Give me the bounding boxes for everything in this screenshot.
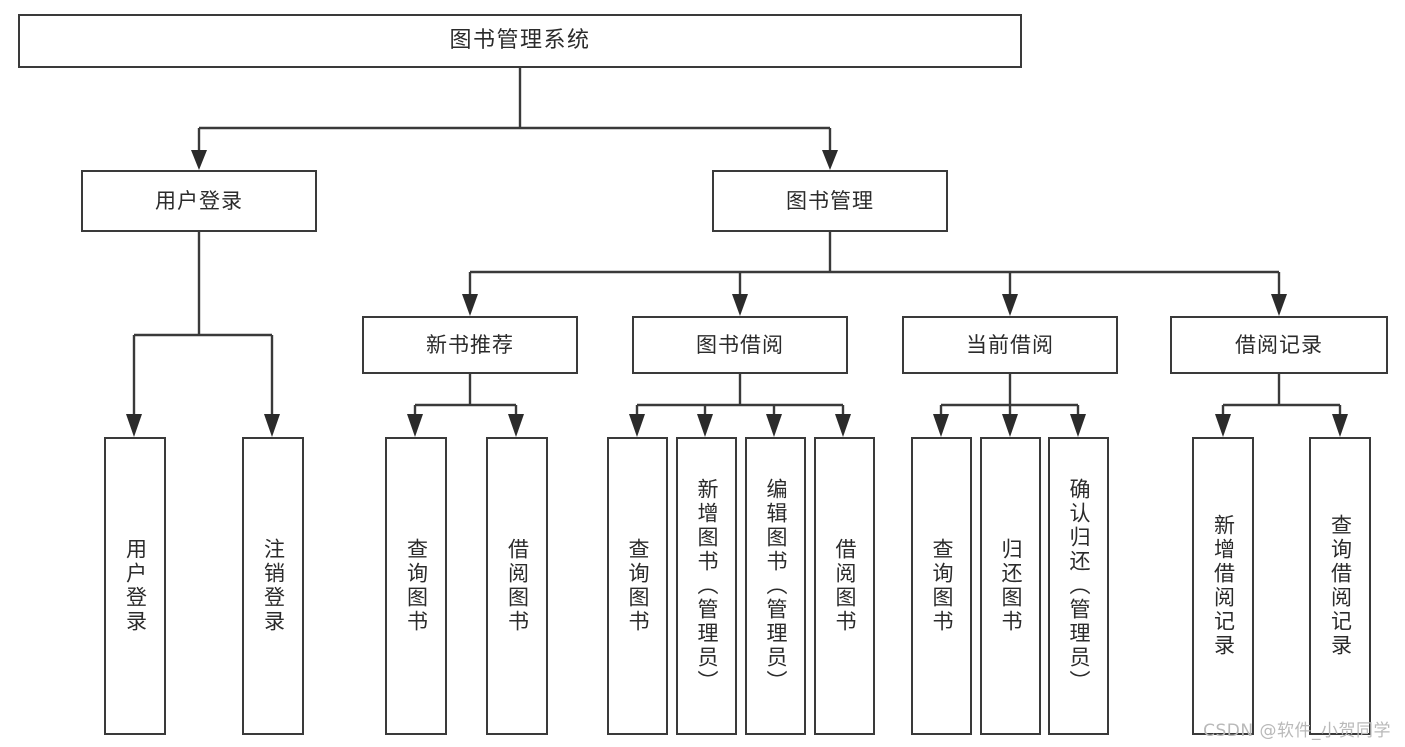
arrow-leaf-query-record	[1332, 414, 1348, 437]
arrow-leaf-add-book	[697, 414, 713, 437]
node-leaf-query-record[interactable]: 查询借阅记录	[1309, 437, 1371, 735]
node-leaf-borrow-book-2-label: 借阅图书	[833, 538, 857, 634]
arrow-leaf-return-book	[1002, 414, 1018, 437]
node-book-management[interactable]: 图书管理	[712, 170, 948, 232]
arrow-borrow-record	[1271, 294, 1287, 316]
node-leaf-return-book-label: 归还图书	[999, 538, 1023, 634]
arrow-leaf-confirm-return	[1070, 414, 1086, 437]
node-leaf-borrow-book-1-label: 借阅图书	[505, 538, 530, 634]
node-new-book-recommend-label: 新书推荐	[426, 332, 514, 357]
node-borrow-record[interactable]: 借阅记录	[1170, 316, 1388, 374]
arrow-user-login	[191, 150, 207, 170]
node-leaf-borrow-book-2[interactable]: 借阅图书	[814, 437, 875, 735]
arrow-leaf-query-book-1	[407, 414, 423, 437]
node-borrow-record-label: 借阅记录	[1235, 332, 1323, 357]
node-root-label: 图书管理系统	[449, 28, 591, 54]
node-leaf-edit-book-label: 编辑图书（管理员）	[764, 478, 788, 694]
node-leaf-add-book[interactable]: 新增图书（管理员）	[676, 437, 737, 735]
node-leaf-edit-book[interactable]: 编辑图书（管理员）	[745, 437, 806, 735]
arrow-leaf-query-book-3	[933, 414, 949, 437]
node-leaf-query-book-3[interactable]: 查询图书	[911, 437, 972, 735]
node-leaf-query-book-1[interactable]: 查询图书	[385, 437, 447, 735]
watermark: CSDN @软件_小贺同学	[1203, 721, 1391, 741]
node-leaf-add-book-label: 新增图书（管理员）	[695, 478, 719, 694]
arrow-book-management	[822, 150, 838, 170]
arrow-leaf-borrow-book-1	[508, 414, 524, 437]
arrow-leaf-query-book-2	[629, 414, 645, 437]
node-leaf-add-record[interactable]: 新增借阅记录	[1192, 437, 1254, 735]
node-book-management-label: 图书管理	[786, 188, 874, 213]
arrow-leaf-user-login	[126, 414, 142, 437]
node-leaf-borrow-book-1[interactable]: 借阅图书	[486, 437, 548, 735]
node-leaf-query-book-1-label: 查询图书	[404, 538, 429, 634]
node-new-book-recommend[interactable]: 新书推荐	[362, 316, 578, 374]
node-leaf-query-book-3-label: 查询图书	[930, 538, 954, 634]
node-book-borrow[interactable]: 图书借阅	[632, 316, 848, 374]
arrow-current-borrow	[1002, 294, 1018, 316]
node-user-login[interactable]: 用户登录	[81, 170, 317, 232]
node-root[interactable]: 图书管理系统	[18, 14, 1022, 68]
arrow-leaf-logout	[264, 414, 280, 437]
arrow-leaf-borrow-book-2	[835, 414, 851, 437]
arrow-book-borrow	[732, 294, 748, 316]
arrow-leaf-edit-book	[766, 414, 782, 437]
node-leaf-logout-label: 注销登录	[261, 538, 286, 634]
arrow-leaf-add-record	[1215, 414, 1231, 437]
node-current-borrow-label: 当前借阅	[966, 332, 1054, 357]
node-leaf-query-book-2[interactable]: 查询图书	[607, 437, 668, 735]
arrow-new-book-recommend	[462, 294, 478, 316]
node-book-borrow-label: 图书借阅	[696, 332, 784, 357]
node-current-borrow[interactable]: 当前借阅	[902, 316, 1118, 374]
node-leaf-logout[interactable]: 注销登录	[242, 437, 304, 735]
node-leaf-user-login-label: 用户登录	[123, 538, 148, 634]
node-leaf-query-record-label: 查询借阅记录	[1328, 514, 1353, 658]
node-leaf-query-book-2-label: 查询图书	[626, 538, 650, 634]
node-leaf-add-record-label: 新增借阅记录	[1211, 514, 1236, 658]
node-user-login-label: 用户登录	[155, 188, 243, 213]
node-leaf-user-login[interactable]: 用户登录	[104, 437, 166, 735]
node-leaf-return-book[interactable]: 归还图书	[980, 437, 1041, 735]
node-leaf-confirm-return[interactable]: 确认归还（管理员）	[1048, 437, 1109, 735]
node-leaf-confirm-return-label: 确认归还（管理员）	[1067, 478, 1091, 694]
